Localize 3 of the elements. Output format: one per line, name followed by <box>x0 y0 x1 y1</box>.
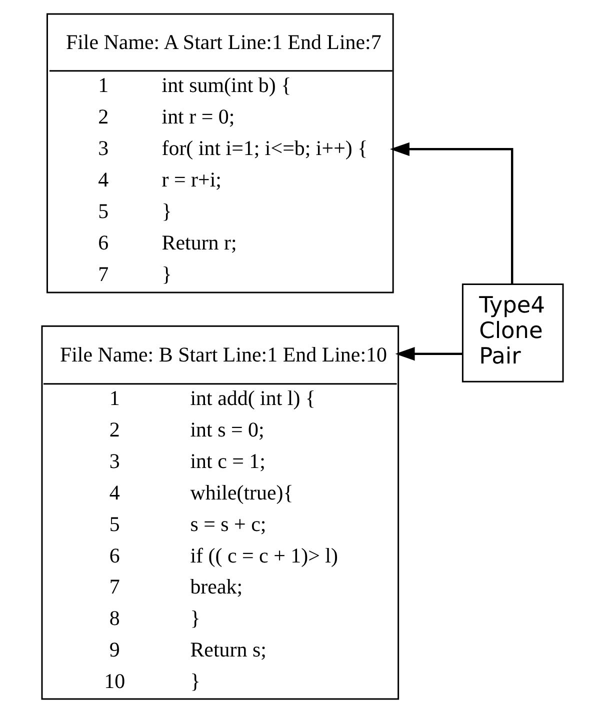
arrow <box>389 142 513 284</box>
arrow <box>394 347 462 361</box>
node-box: Type4 Clone Pair <box>461 284 564 382</box>
